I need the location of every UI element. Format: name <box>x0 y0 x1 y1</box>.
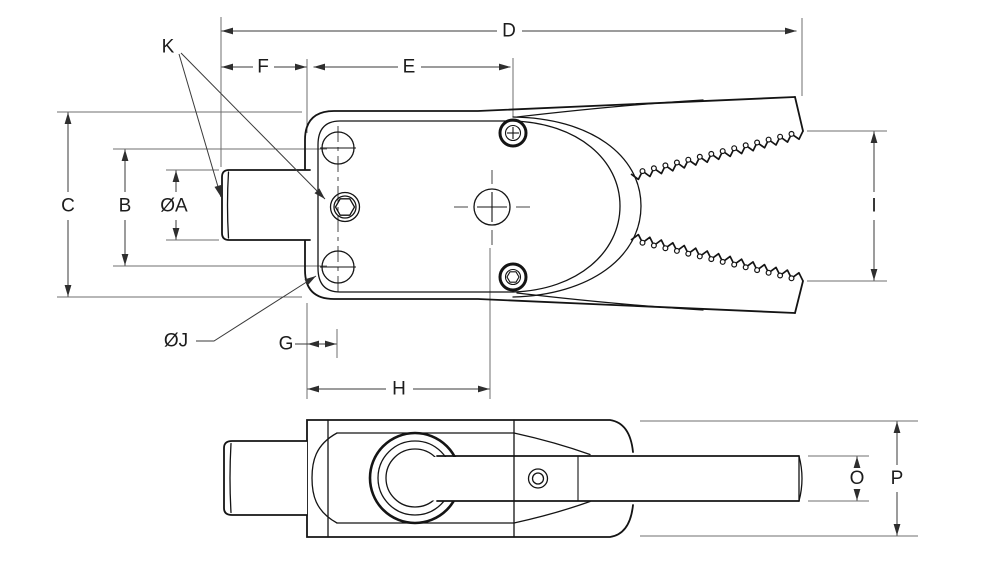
serration-knurl-circle <box>708 256 715 263</box>
dimension-d: D <box>221 21 797 42</box>
dim-label-a: ØA <box>160 196 188 217</box>
dim-label-o: O <box>850 468 865 489</box>
center-hole <box>473 188 511 226</box>
serration-knurl-circle <box>696 153 703 160</box>
serration-knurl-circle <box>673 159 680 166</box>
shaft-side-view <box>223 440 308 516</box>
mounting-hole-bottom-left <box>320 250 356 284</box>
serration-knurl-circle <box>754 139 761 146</box>
serration-knurl-circle <box>696 253 703 260</box>
dim-label-k: K <box>162 37 175 58</box>
serration-knurl-circle <box>708 150 715 157</box>
callout-k: K <box>162 37 326 200</box>
serration-knurl-circle <box>719 148 726 155</box>
serration-knurl-circle <box>639 239 646 246</box>
dim-label-p: P <box>891 468 904 489</box>
serrated-jaw-upper <box>630 130 804 181</box>
serration-knurl-circle <box>742 264 749 271</box>
serration-knurl-circle <box>685 250 692 257</box>
dim-label-g: G <box>279 334 294 355</box>
extension-lines-side-view <box>640 420 918 537</box>
serration-knurl-circle <box>685 156 692 163</box>
pivot-bolt-bottom <box>498 262 528 292</box>
serration-knurl-circle <box>788 275 795 282</box>
dimension-o: O <box>850 456 865 501</box>
gripper-body-outline <box>304 96 804 314</box>
dimension-c: C <box>61 112 75 297</box>
serrated-jaw-lower <box>630 233 804 282</box>
dimension-e: E <box>313 57 511 78</box>
serration-knurl-circle <box>777 272 784 279</box>
mounting-hole-top-left <box>320 131 356 165</box>
dim-label-e: E <box>403 57 416 78</box>
callout-j: ØJ <box>164 275 317 352</box>
extension-lines-top-view <box>57 17 887 399</box>
serration-knurl-circle <box>650 242 657 249</box>
dimension-a: ØA <box>160 170 188 240</box>
serration-knurl-circle <box>731 261 738 268</box>
serration-knurl-circle <box>742 142 749 149</box>
serration-knurl-circle <box>719 258 726 265</box>
serration-knurl-circle <box>788 130 795 137</box>
shaft-top-view <box>221 169 311 241</box>
dimension-b: B <box>119 149 132 266</box>
dim-label-i: I <box>871 196 876 217</box>
dim-label-c: C <box>61 196 75 217</box>
top-view: D F E C B ØA I <box>57 17 887 400</box>
dim-label-f: F <box>257 57 269 78</box>
serration-knurl-circle <box>673 247 680 254</box>
serration-knurl-circle <box>650 165 657 172</box>
side-view: O P <box>223 419 918 538</box>
dimension-p: P <box>891 421 904 536</box>
serration-knurl-circle <box>754 267 761 274</box>
pivot-bolt-top <box>498 118 528 148</box>
dimension-h: H <box>307 379 490 400</box>
dim-label-j: ØJ <box>164 331 188 352</box>
serration-knurl-circle <box>639 168 646 175</box>
serration-zigzag <box>630 233 804 282</box>
dim-label-d: D <box>502 21 516 42</box>
serration-knurl-circle <box>731 145 738 152</box>
jaw-arm <box>423 419 803 538</box>
dim-label-b: B <box>119 196 132 217</box>
dim-label-h: H <box>392 379 406 400</box>
dimension-i: I <box>870 131 878 281</box>
serration-knurl-circle <box>662 162 669 169</box>
serration-knurl-circle <box>777 133 784 140</box>
hex-socket-screw <box>329 191 361 223</box>
serration-zigzag <box>630 130 804 181</box>
centerlines <box>337 126 530 292</box>
serration-knurl-circle <box>662 245 669 252</box>
dimension-g: G <box>279 334 337 355</box>
dimension-f: F <box>221 57 307 78</box>
serration-knurl-circle <box>765 136 772 143</box>
serration-knurl-circle <box>765 269 772 276</box>
